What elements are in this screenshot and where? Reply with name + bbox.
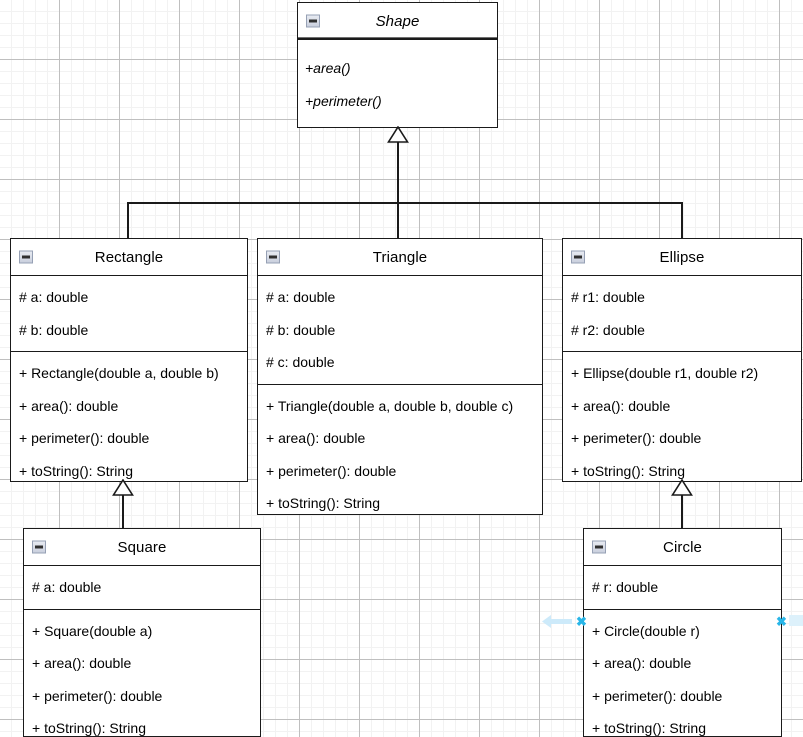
attributes-compartment-circle: # r: double — [584, 566, 781, 610]
attributes-compartment-triangle: # a: double # b: double # c: double — [258, 276, 542, 385]
class-box-rectangle[interactable]: Rectangle # a: double # b: double + Rect… — [10, 238, 248, 482]
method-row: + toString(): String — [592, 720, 706, 736]
minus-icon[interactable] — [571, 250, 585, 264]
generalization-stem-square — [122, 494, 124, 528]
class-box-circle[interactable]: Circle # r: double + Circle(double r) + … — [583, 528, 782, 737]
method-row: + Rectangle(double a, double b) — [19, 365, 219, 381]
class-name-shape: Shape — [375, 12, 420, 30]
attributes-compartment-ellipse: # r1: double # r2: double — [563, 276, 801, 352]
class-name-triangle: Triangle — [372, 248, 428, 266]
class-header-circle: Circle — [584, 529, 781, 566]
methods-compartment-square: + Square(double a) + area(): double + pe… — [24, 610, 260, 737]
connect-arrow-left-icon[interactable] — [542, 613, 572, 630]
method-row: + perimeter(): double — [571, 430, 702, 446]
method-row: + area(): double — [592, 655, 692, 671]
attribute-row: # r: double — [592, 579, 659, 595]
methods-compartment-rectangle: + Rectangle(double a, double b) + area()… — [11, 352, 247, 492]
class-header-square: Square — [24, 529, 260, 566]
class-box-triangle[interactable]: Triangle # a: double # b: double # c: do… — [257, 238, 543, 515]
method-row: + perimeter(): double — [32, 687, 163, 704]
generalization-arrowhead-square — [112, 479, 134, 496]
methods-compartment-circle: + Circle(double r) + area(): double + pe… — [584, 610, 781, 737]
generalization-arrowhead-shape — [387, 126, 409, 143]
attribute-row: # c: double — [266, 354, 335, 370]
method-row: + Circle(double r) — [592, 622, 700, 639]
generalization-stem-circle — [681, 494, 683, 528]
attribute-row: # b: double — [266, 321, 336, 338]
attribute-row: # a: double — [19, 289, 89, 305]
generalization-drop-triangle — [397, 202, 399, 238]
generalization-drop-rectangle — [127, 202, 129, 238]
methods-compartment-shape: +area() +perimeter() — [298, 40, 497, 122]
method-row: + area(): double — [32, 655, 132, 671]
minus-icon[interactable] — [19, 250, 33, 264]
minus-icon[interactable] — [592, 540, 606, 554]
class-box-shape[interactable]: Shape +area() +perimeter() — [297, 2, 498, 128]
class-header-ellipse: Ellipse — [563, 239, 801, 276]
class-name-square: Square — [117, 538, 167, 556]
method-row: + area(): double — [19, 397, 119, 414]
attribute-row: # r2: double — [571, 321, 645, 338]
method-row: + toString(): String — [32, 720, 146, 736]
method-row: + perimeter(): double — [592, 687, 723, 704]
attribute-row: # a: double — [266, 289, 336, 305]
generalization-drop-ellipse — [681, 202, 683, 238]
generalization-bus — [127, 202, 683, 204]
attribute-row: # b: double — [19, 321, 89, 338]
method-row: + perimeter(): double — [19, 430, 150, 446]
class-name-ellipse: Ellipse — [659, 248, 705, 266]
class-name-circle: Circle — [663, 538, 702, 556]
connect-arrow-right-icon[interactable] — [789, 615, 803, 626]
class-box-square[interactable]: Square # a: double + Square(double a) + … — [23, 528, 261, 737]
minus-icon[interactable] — [266, 250, 280, 264]
minus-icon[interactable] — [306, 14, 320, 28]
class-box-ellipse[interactable]: Ellipse # r1: double # r2: double + Elli… — [562, 238, 802, 482]
connection-point-right-handle[interactable]: ✖ — [776, 614, 787, 629]
attributes-compartment-square: # a: double — [24, 566, 260, 610]
method-row: + perimeter(): double — [266, 462, 397, 479]
class-header-rectangle: Rectangle — [11, 239, 247, 276]
method-row: + toString(): String — [266, 495, 380, 511]
method-row: +perimeter() — [305, 92, 382, 109]
attributes-compartment-rectangle: # a: double # b: double — [11, 276, 247, 352]
methods-compartment-ellipse: + Ellipse(double r1, double r2) + area()… — [563, 352, 801, 492]
connection-point-left-handle[interactable]: ✖ — [576, 614, 587, 629]
method-row: + Triangle(double a, double b, double c) — [266, 397, 514, 414]
method-row: + toString(): String — [571, 462, 685, 479]
method-row: + Square(double a) — [32, 622, 153, 639]
attribute-row: # a: double — [32, 579, 102, 595]
minus-icon[interactable] — [32, 540, 46, 554]
generalization-arrowhead-circle — [671, 479, 693, 496]
method-row: + area(): double — [571, 397, 671, 414]
class-header-shape: Shape — [298, 3, 497, 40]
method-row: + Ellipse(double r1, double r2) — [571, 365, 759, 381]
method-row: + toString(): String — [19, 462, 133, 479]
method-row: + area(): double — [266, 430, 366, 446]
method-row: +area() — [305, 60, 351, 76]
generalization-stem-shape — [397, 141, 399, 203]
attribute-row: # r1: double — [571, 289, 645, 305]
class-header-triangle: Triangle — [258, 239, 542, 276]
methods-compartment-triangle: + Triangle(double a, double b, double c)… — [258, 385, 542, 525]
class-name-rectangle: Rectangle — [94, 248, 164, 266]
